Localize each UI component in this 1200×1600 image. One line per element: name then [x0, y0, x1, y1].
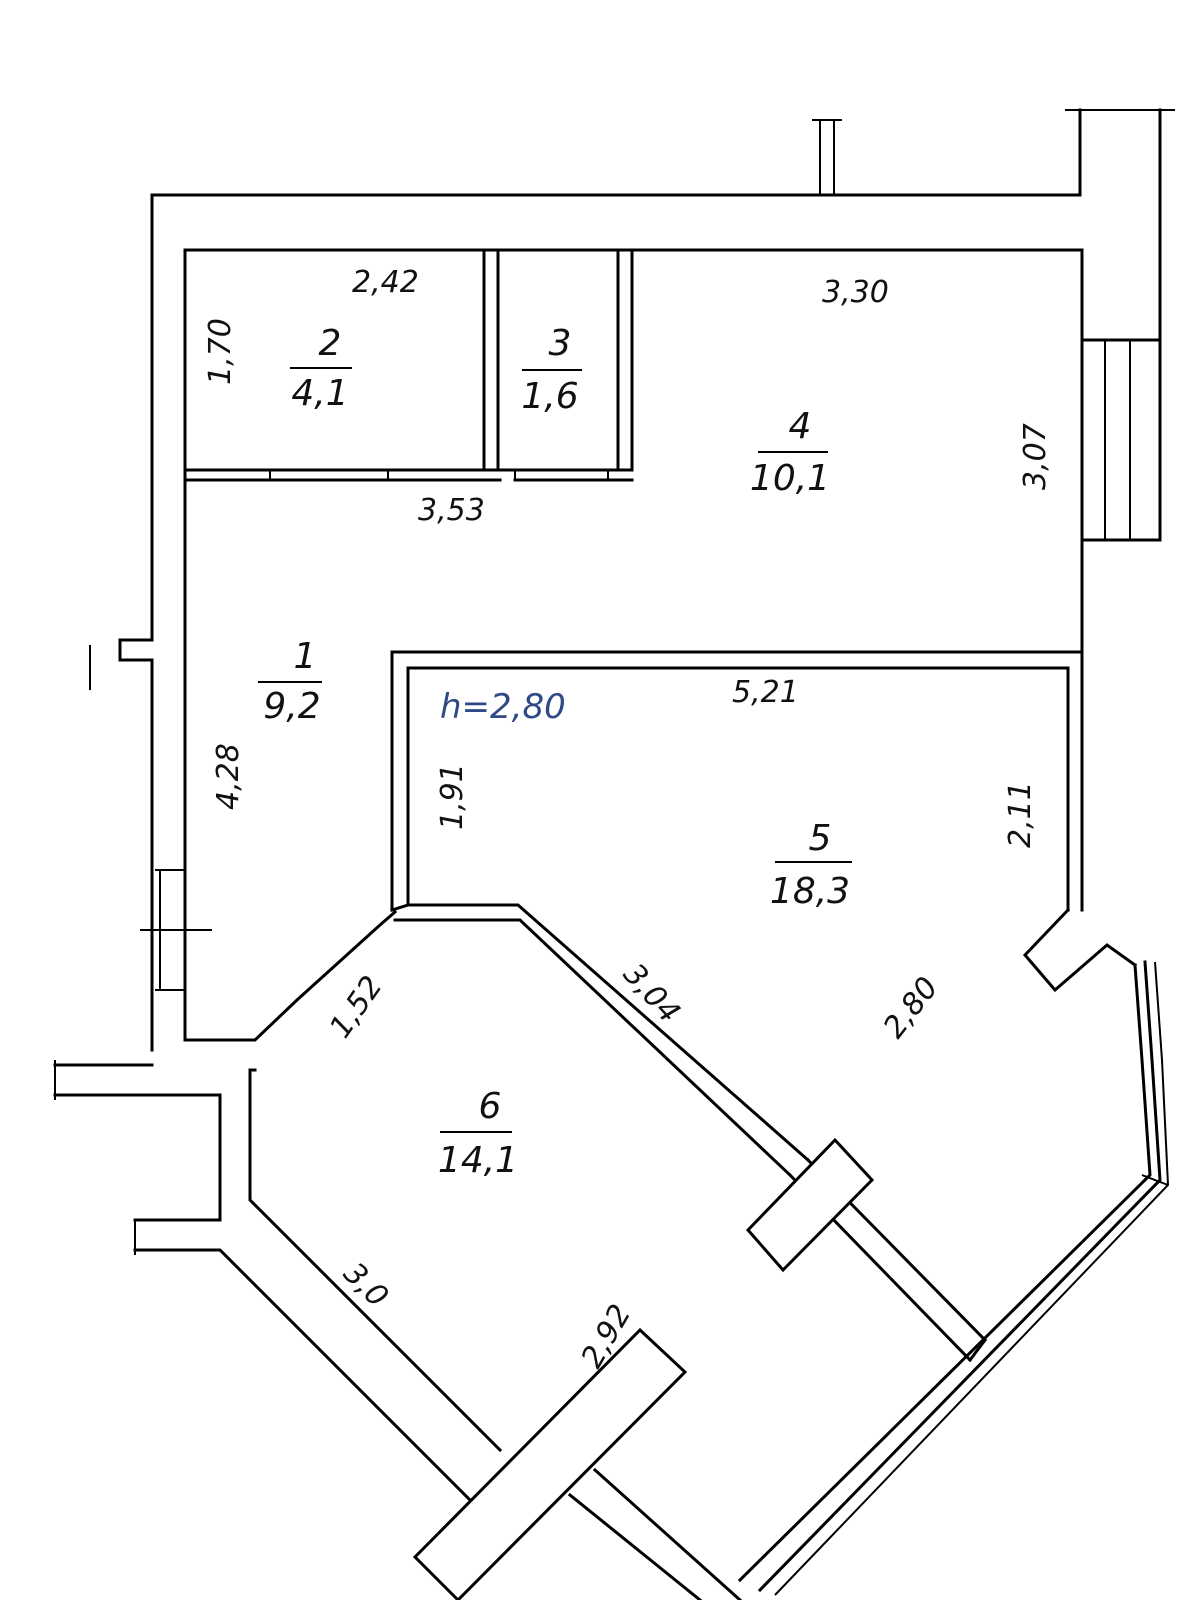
room-1-label: 1 9,2: [258, 636, 322, 727]
dim-room4-width: 3,30: [822, 275, 889, 310]
dim-room5-diagonal: 2,80: [877, 971, 946, 1045]
room-3-label: 3 1,6: [521, 323, 582, 417]
room-4-number: 4: [789, 406, 812, 447]
outer-walls: [54, 108, 1175, 1255]
dim-room4-height: 3,07: [1018, 423, 1053, 490]
room-1-area: 9,2: [263, 686, 320, 727]
room-4-area: 10,1: [750, 458, 830, 499]
room-6-area: 14,1: [438, 1140, 518, 1181]
room6-walls: [412, 1137, 988, 1600]
dim-room2-width: 2,42: [352, 265, 419, 300]
dim-room5-left: 1,91: [435, 763, 470, 830]
ceiling-height-note: h=2,80: [440, 687, 566, 727]
room-3-number: 3: [549, 323, 572, 364]
room-2-label: 2 4,1: [290, 323, 352, 414]
room-3-area: 1,6: [521, 376, 578, 417]
dim-room6-top: 1,52: [323, 970, 390, 1045]
dim-corridor-width: 3,53: [418, 493, 485, 528]
window-bay: [737, 960, 1170, 1596]
room5-walls: [390, 650, 1138, 1178]
room-2-area: 4,1: [291, 373, 348, 414]
dim-room5-width: 5,21: [732, 675, 799, 710]
room-6-number: 6: [479, 1086, 502, 1127]
dim-room2-height: 1,70: [203, 318, 238, 385]
dim-room5-right: 2,11: [1003, 781, 1038, 848]
room-4-label: 4 10,1: [750, 406, 830, 499]
dim-room1-height: 4,28: [211, 743, 246, 810]
room-5-number: 5: [809, 818, 832, 859]
bath-block-walls: [183, 248, 634, 482]
dim-room6-left: 3,0: [336, 1256, 394, 1314]
room-5-area: 18,3: [770, 871, 850, 912]
room-6-label: 6 14,1: [438, 1086, 518, 1181]
left-lower-walls: [53, 869, 503, 1533]
room-1-number: 1: [294, 636, 317, 677]
room-2-number: 2: [319, 323, 342, 364]
room-5-label: 5 18,3: [770, 818, 852, 912]
